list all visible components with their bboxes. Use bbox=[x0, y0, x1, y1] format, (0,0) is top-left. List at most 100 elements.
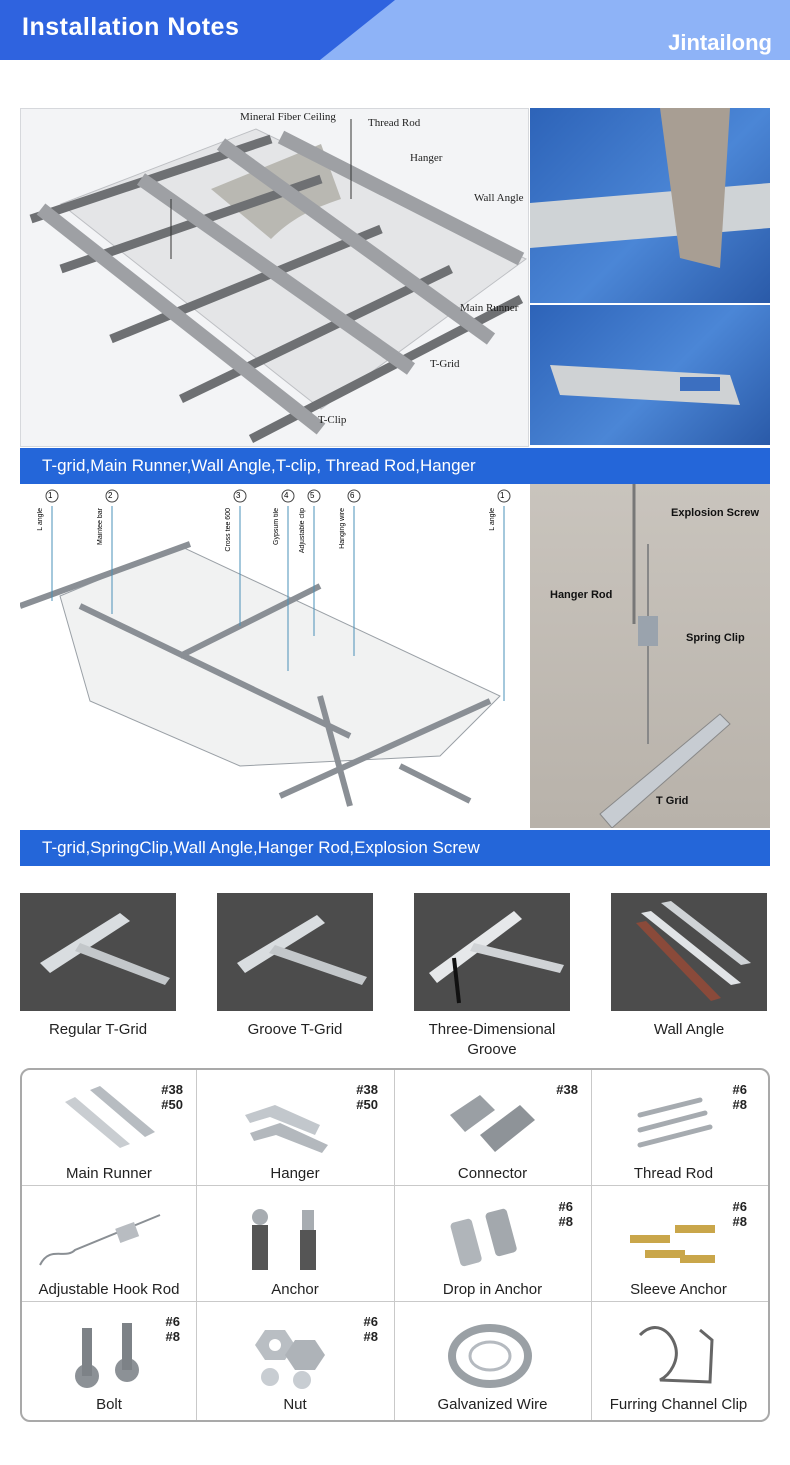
callout-3: 3 bbox=[236, 491, 241, 500]
bolt-sizes: #6 #8 bbox=[165, 1314, 180, 1344]
label-explosion-screw: Explosion Screw bbox=[671, 507, 760, 519]
label-hanger: Hanger bbox=[410, 152, 443, 164]
photo-assembly-drawing bbox=[599, 484, 731, 829]
anchor-drawing bbox=[252, 1209, 316, 1270]
caption-section-1: T-grid,Main Runner,Wall Angle,T-clip, Th… bbox=[20, 448, 770, 484]
vlabel-hanging-wire: Hanging wire bbox=[339, 508, 346, 549]
bolt-label: Bolt bbox=[96, 1396, 122, 1413]
drop-in-anchor-label: Drop in Anchor bbox=[442, 1281, 543, 1298]
label-t-clip: T-Clip bbox=[318, 414, 347, 426]
label-t-grid-photo: T Grid bbox=[656, 795, 689, 807]
exploded-drawing bbox=[18, 489, 511, 807]
photo-hanger-drawing bbox=[550, 365, 740, 405]
vlabel-maintee-bar: Maintee bar bbox=[97, 508, 104, 545]
callout-2: 2 bbox=[108, 491, 113, 500]
bolt-image bbox=[65, 1318, 155, 1388]
drop-in-anchor-sizes: #6 #8 bbox=[558, 1199, 573, 1229]
vlabel-gypsum-tile: Gypsum tile bbox=[273, 508, 280, 545]
vlabel-cross-tee: Cross tee 600 bbox=[225, 508, 232, 552]
exploded-diagram bbox=[18, 486, 527, 826]
thread-rod-drawing bbox=[637, 1097, 713, 1148]
nut-drawing bbox=[255, 1330, 325, 1389]
sleeve-anchor-drawing bbox=[630, 1225, 715, 1263]
wall-angle-image bbox=[611, 893, 767, 1011]
connector-label: Connector bbox=[457, 1165, 528, 1182]
nut-sizes: #6 #8 bbox=[363, 1314, 378, 1344]
regular-t-grid-image bbox=[20, 893, 176, 1011]
vlabel-l-angle-a: L angle bbox=[37, 508, 44, 531]
product-name-three-dimensional-groove: Three-Dimensional Groove bbox=[428, 1021, 556, 1058]
hanger-label: Hanger bbox=[270, 1165, 320, 1182]
anchor-image bbox=[240, 1205, 340, 1275]
three-dimensional-groove-drawing bbox=[429, 911, 564, 1004]
callout-5: 5 bbox=[310, 491, 315, 500]
hanger-image bbox=[240, 1095, 340, 1155]
main-runner-image bbox=[60, 1082, 160, 1152]
photo-hanger-assembly bbox=[530, 484, 770, 829]
main-runner-label: Main Runner bbox=[66, 1165, 152, 1182]
bolt-drawing bbox=[75, 1323, 139, 1388]
adjustable-hook-rod-drawing bbox=[39, 1214, 161, 1266]
furring-channel-clip-image bbox=[630, 1320, 720, 1390]
hanger-sizes: #38 #50 bbox=[356, 1082, 378, 1112]
caption-section-2: T-grid,SpringClip,Wall Angle,Hanger Rod,… bbox=[20, 830, 770, 866]
three-dimensional-groove-image bbox=[414, 893, 570, 1011]
sleeve-anchor-sizes: #6 #8 bbox=[732, 1199, 747, 1229]
photo-hanger-clip bbox=[530, 305, 770, 445]
label-mineral-fiber-ceiling: Mineral Fiber Ceiling bbox=[240, 111, 336, 123]
anchor-label: Anchor bbox=[271, 1281, 319, 1298]
table-divider-h2 bbox=[22, 1301, 768, 1302]
groove-t-grid-drawing bbox=[237, 915, 367, 985]
thread-rod-image bbox=[630, 1095, 720, 1150]
photo-tclip-on-runner bbox=[530, 108, 770, 303]
connector-drawing bbox=[450, 1095, 535, 1152]
ceiling-grid-diagram bbox=[20, 108, 529, 447]
vlabel-l-angle-b: L angle bbox=[489, 508, 496, 531]
wall-angle-drawing bbox=[636, 901, 751, 1001]
table-divider-h1 bbox=[22, 1185, 768, 1186]
label-thread-rod: Thread Rod bbox=[368, 117, 421, 129]
header-diagonal bbox=[320, 0, 395, 60]
table-divider-v1 bbox=[196, 1070, 197, 1420]
furring-channel-clip-drawing bbox=[638, 1326, 714, 1384]
thread-rod-label: Thread Rod bbox=[633, 1165, 714, 1182]
furring-channel-clip-label: Furring Channel Clip bbox=[609, 1396, 748, 1413]
drop-in-anchor-image bbox=[445, 1205, 545, 1275]
thread-rod-sizes: #6 #8 bbox=[732, 1082, 747, 1112]
product-name-wall-angle: Wall Angle bbox=[653, 1021, 725, 1038]
label-hanger-rod: Hanger Rod bbox=[550, 589, 613, 601]
label-spring-clip: Spring Clip bbox=[686, 632, 745, 644]
page-title: Installation Notes bbox=[22, 13, 240, 41]
callout-1a: 1 bbox=[48, 491, 53, 500]
callout-4: 4 bbox=[284, 491, 289, 500]
table-divider-v2 bbox=[394, 1070, 395, 1420]
brand-name: Jintailong bbox=[668, 30, 772, 55]
connector-image bbox=[440, 1090, 540, 1155]
adjustable-hook-rod-label: Adjustable Hook Rod bbox=[38, 1281, 180, 1298]
hanger-drawing bbox=[245, 1105, 328, 1153]
label-wall-angle: Wall Angle bbox=[474, 192, 524, 204]
callout-1b: 1 bbox=[500, 491, 505, 500]
label-main-runner: Main Runner bbox=[460, 302, 519, 314]
galvanized-wire-label: Galvanized Wire bbox=[437, 1396, 548, 1413]
photo-tclip-drawing bbox=[530, 108, 770, 268]
groove-t-grid-image bbox=[217, 893, 373, 1011]
product-name-groove-t-grid: Groove T-Grid bbox=[247, 1021, 343, 1038]
callout-6: 6 bbox=[350, 491, 355, 500]
nut-image bbox=[250, 1325, 330, 1390]
sleeve-anchor-image bbox=[625, 1215, 725, 1275]
header-dark-band bbox=[0, 0, 320, 60]
product-name-regular-t-grid: Regular T-Grid bbox=[48, 1021, 148, 1038]
nut-label: Nut bbox=[283, 1396, 307, 1413]
connector-sizes: #38 bbox=[556, 1082, 578, 1097]
drop-in-anchor-drawing bbox=[450, 1208, 517, 1267]
table-divider-v3 bbox=[591, 1070, 592, 1420]
main-runner-drawing bbox=[65, 1086, 155, 1148]
galvanized-wire-drawing bbox=[448, 1324, 532, 1388]
main-runner-sizes: #38 #50 bbox=[161, 1082, 183, 1112]
adjustable-hook-rod-image bbox=[35, 1205, 165, 1275]
regular-t-grid-drawing bbox=[40, 913, 170, 985]
vlabel-adjustable-clip: Adjustable clip bbox=[299, 508, 306, 554]
sleeve-anchor-label: Sleeve Anchor bbox=[630, 1281, 727, 1298]
label-t-grid: T-Grid bbox=[430, 358, 460, 370]
